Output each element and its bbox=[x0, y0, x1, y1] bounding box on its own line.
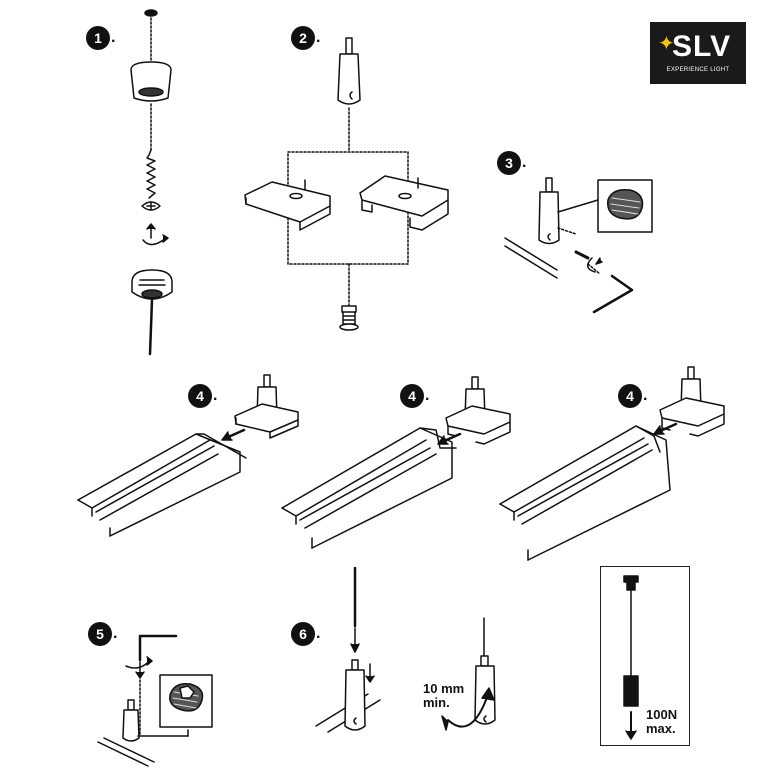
rail-variant-a bbox=[77, 374, 299, 537]
step-badge-5: 5. bbox=[88, 622, 117, 646]
distance-label: 10 mm min. bbox=[423, 682, 464, 710]
load-label: 100N max. bbox=[646, 708, 677, 736]
ceiling-anchor-assembly bbox=[130, 9, 173, 356]
load-limit-box bbox=[600, 566, 690, 746]
step-badge-4a: 4. bbox=[188, 384, 217, 408]
distance-suffix: min. bbox=[423, 695, 450, 710]
distance-value: 10 mm bbox=[423, 681, 465, 696]
insert-cable-assembly bbox=[315, 566, 496, 733]
logo-spark-icon: ✦ bbox=[658, 31, 675, 55]
step-badge-1: 1. bbox=[86, 26, 115, 50]
set-screw-assembly bbox=[504, 177, 653, 314]
brand-logo: ✦ SLV EXPERIENCE LIGHT bbox=[650, 22, 746, 84]
step-badge-2: 2. bbox=[291, 26, 320, 50]
rail-variant-b bbox=[281, 376, 511, 549]
load-value: 100N bbox=[646, 707, 678, 722]
step-badge-3: 3. bbox=[497, 151, 526, 175]
load-suffix: max. bbox=[646, 721, 676, 736]
step-badge-6: 6. bbox=[291, 622, 320, 646]
step-badge-4c: 4. bbox=[618, 384, 647, 408]
step-badge-4b: 4. bbox=[400, 384, 429, 408]
bracket-assembly bbox=[244, 37, 449, 331]
fasten-set-screw-assembly bbox=[97, 634, 213, 767]
load-indicator-drawing bbox=[623, 575, 639, 740]
logo-tagline: EXPERIENCE LIGHT bbox=[666, 67, 730, 73]
logo-brand: SLV bbox=[672, 30, 732, 63]
rail-variant-c bbox=[499, 366, 725, 561]
